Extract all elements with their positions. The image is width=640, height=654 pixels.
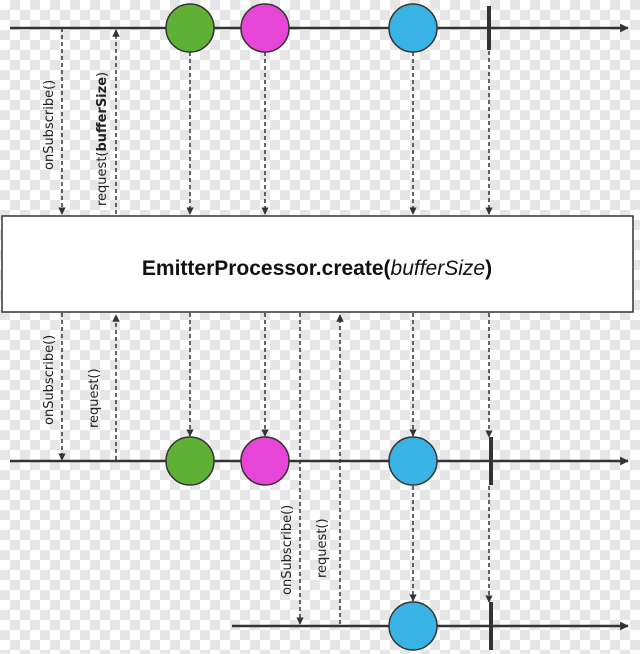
magenta-marble-sub1 bbox=[240, 436, 290, 486]
blue-marble-sub1 bbox=[388, 436, 438, 486]
operator-title: EmitterProcessor.create(bufferSize) bbox=[142, 257, 492, 280]
request-label-sub2: request() bbox=[315, 518, 330, 578]
on-subscribe-label-top: onSubscribe() bbox=[42, 80, 57, 170]
blue-marble-sub2 bbox=[388, 601, 438, 651]
request-label-sub1: request() bbox=[87, 368, 102, 428]
green-marble-sub1 bbox=[165, 436, 215, 486]
green-marble-source bbox=[165, 3, 215, 53]
on-subscribe-label-sub1: onSubscribe() bbox=[42, 335, 57, 425]
request-buffer-label: request(bufferSize) bbox=[95, 72, 110, 206]
magenta-marble-source bbox=[240, 3, 290, 53]
blue-marble-source bbox=[388, 3, 438, 53]
operator-box bbox=[1, 215, 634, 313]
on-subscribe-label-sub2: onSubscribe() bbox=[280, 505, 295, 595]
